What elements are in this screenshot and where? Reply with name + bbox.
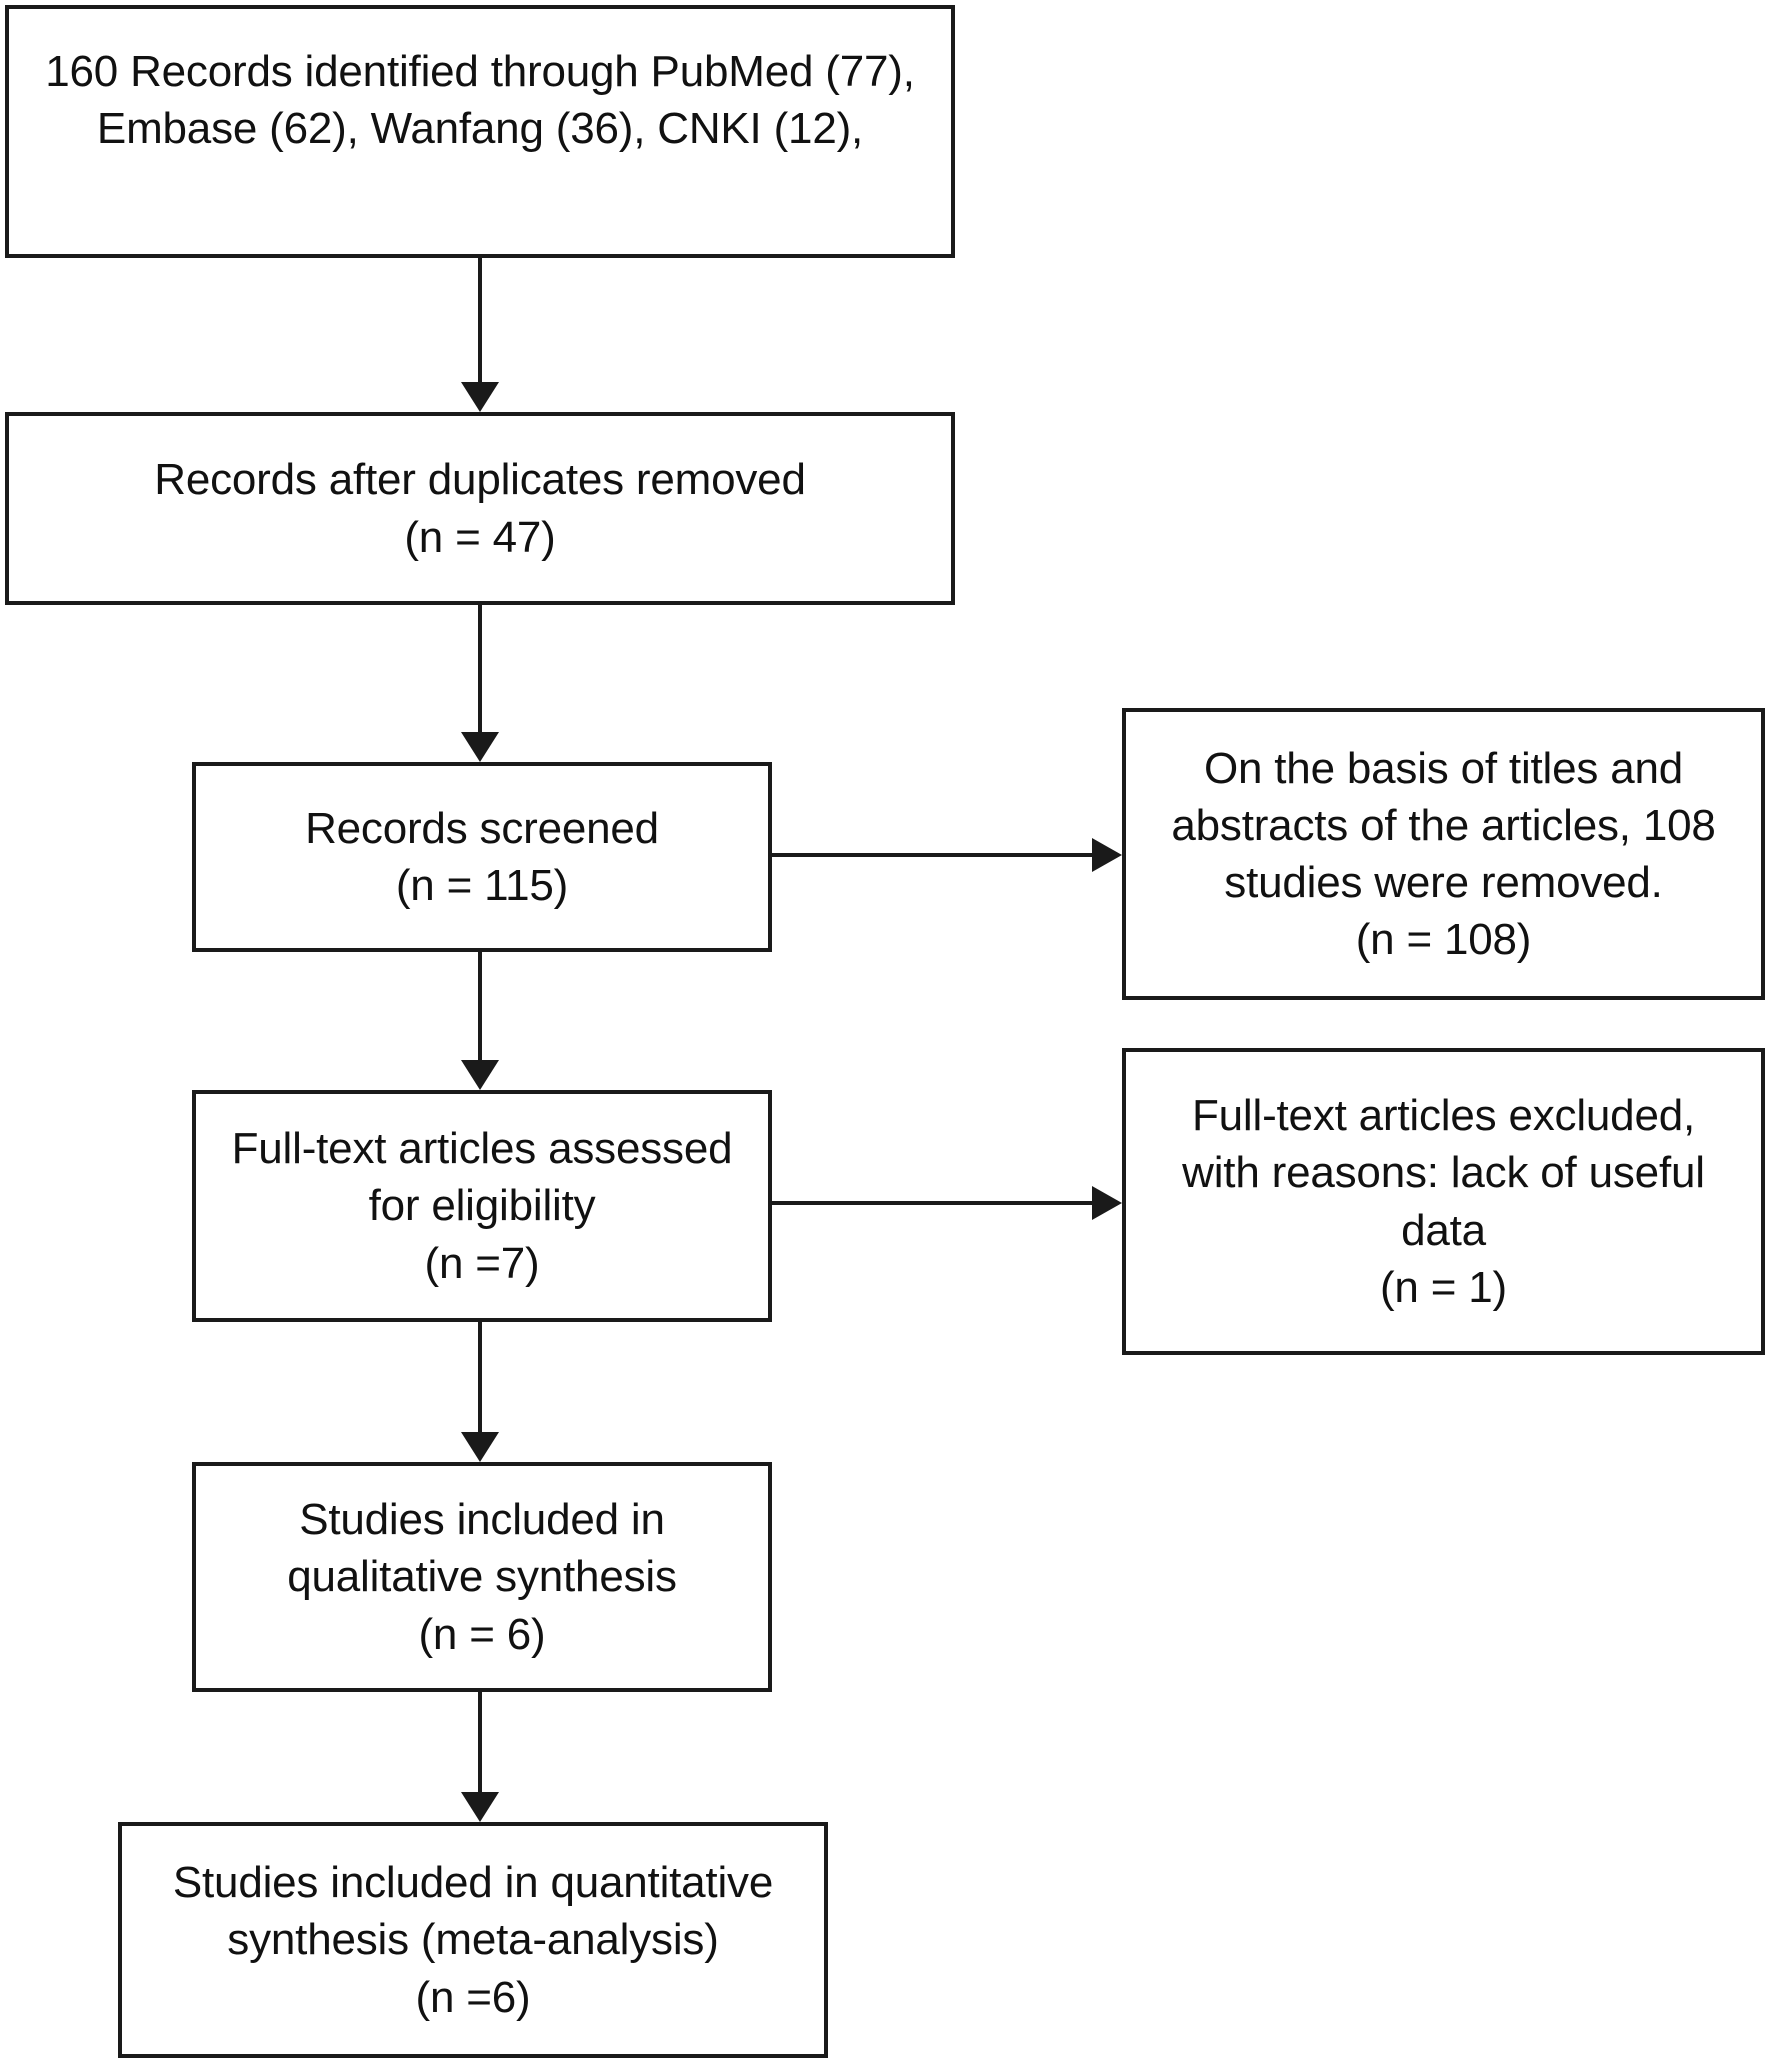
box-records-identified: 160 Records identified through PubMed (7… <box>5 5 955 258</box>
connector-fulltext-to-qualitative <box>478 1322 482 1434</box>
arrowhead-qualitative-to-quantitative-icon <box>461 1792 499 1822</box>
arrowhead-fulltext-to-excluded-full-icon <box>1092 1186 1122 1220</box>
arrowhead-duplicates-to-screened-icon <box>461 732 499 762</box>
box-full-text-articles-assessed: Full-text articles assessed for eligibil… <box>192 1090 772 1322</box>
connector-screened-to-excluded-titles <box>772 853 1094 857</box>
box-records-screened: Records screened (n = 115) <box>192 762 772 952</box>
box-records-after-duplicates-removed-text: Records after duplicates removed (n = 47… <box>154 455 806 562</box>
connector-duplicates-to-screened <box>478 605 482 734</box>
box-studies-included-quantitative-text: Studies included in quantitative synthes… <box>172 1858 774 2022</box>
connector-screened-to-fulltext <box>478 952 482 1062</box>
connector-identified-to-duplicates <box>478 258 482 384</box>
box-full-text-articles-assessed-text: Full-text articles assessed for eligibil… <box>231 1124 733 1288</box>
box-records-screened-text: Records screened (n = 115) <box>305 803 659 910</box>
box-excluded-on-titles-and-abstracts: On the basis of titles and abstracts of … <box>1122 708 1765 1000</box>
box-studies-included-qualitative: Studies included in qualitative synthesi… <box>192 1462 772 1692</box>
box-excluded-on-titles-and-abstracts-text: On the basis of titles and abstracts of … <box>1171 743 1716 965</box>
box-studies-included-qualitative-text: Studies included in qualitative synthesi… <box>287 1495 677 1659</box>
arrowhead-identified-to-duplicates-icon <box>461 382 499 412</box>
box-records-after-duplicates-removed: Records after duplicates removed (n = 47… <box>5 412 955 605</box>
arrowhead-screened-to-fulltext-icon <box>461 1060 499 1090</box>
arrowhead-screened-to-excluded-titles-icon <box>1092 838 1122 872</box>
box-full-text-articles-excluded-text: Full-text articles excluded, with reason… <box>1182 1091 1705 1312</box>
box-records-identified-text: 160 Records identified through PubMed (7… <box>45 47 915 154</box>
box-full-text-articles-excluded: Full-text articles excluded, with reason… <box>1122 1048 1765 1355</box>
arrowhead-fulltext-to-qualitative-icon <box>461 1432 499 1462</box>
connector-qualitative-to-quantitative <box>478 1692 482 1794</box>
connector-fulltext-to-excluded-full <box>772 1201 1094 1205</box>
box-studies-included-quantitative: Studies included in quantitative synthes… <box>118 1822 828 2058</box>
